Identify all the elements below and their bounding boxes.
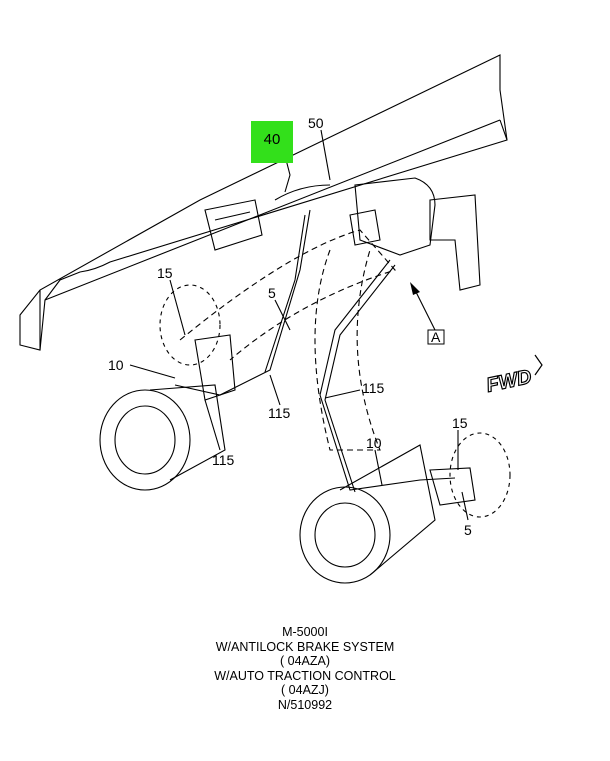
harness-5-left-b	[264, 214, 306, 373]
harness-5-left	[174, 209, 311, 396]
fwd-indicator: FWD	[484, 366, 533, 397]
callout-10-right: 10	[366, 435, 382, 451]
diagram-caption: M-5000I W/ANTILOCK BRAKE SYSTEM ( 04AZA)…	[0, 625, 610, 712]
left-axle-tube	[179, 229, 396, 361]
callout-50: 50	[308, 115, 324, 131]
callout-40-highlighted: 40	[263, 131, 281, 148]
left-brake-drum	[99, 389, 191, 491]
frame-rail	[19, 54, 508, 351]
caption-line-traction-code: ( 04AZJ)	[281, 683, 329, 697]
callout-15-right: 15	[452, 415, 468, 431]
harness-40	[274, 184, 331, 201]
harness-115-right-b	[324, 264, 396, 493]
view-a-box	[427, 329, 445, 345]
highlight-box	[251, 121, 293, 163]
callout-view-a: A	[431, 329, 441, 345]
left-brake-chamber	[194, 334, 236, 401]
view-a-arrowhead	[410, 282, 420, 295]
callout-115-low: 115	[212, 452, 235, 468]
callout-5-left: 5	[268, 285, 276, 301]
callout-115-right: 115	[362, 380, 385, 396]
right-tone-ring	[449, 432, 511, 518]
caption-line-traction: W/AUTO TRACTION CONTROL	[214, 668, 396, 683]
callout-5-right: 5	[464, 522, 472, 538]
left-tone-ring	[159, 284, 221, 366]
rear-bracket	[429, 194, 481, 291]
axle-diagram: 50 15 5 10 115 115 115 10 15 5 A FWD	[19, 54, 543, 584]
frame-rail-flange	[39, 119, 508, 350]
callout-10-left: 10	[108, 357, 124, 373]
harness-115-right	[319, 259, 456, 491]
caption-line-drawing-number: N/510992	[277, 697, 333, 712]
caption-line-model: M-5000I	[282, 625, 328, 639]
left-mount-bracket	[204, 199, 263, 251]
right-brake-drum	[299, 486, 391, 584]
abs-modulator-valve	[354, 177, 436, 256]
caption-line-abs: W/ANTILOCK BRAKE SYSTEM	[215, 639, 395, 654]
callout-15-left: 15	[157, 265, 173, 281]
callout-115-mid: 115	[268, 405, 291, 421]
caption-line-abs-code: ( 04AZA)	[279, 654, 330, 668]
right-axle-tube	[314, 249, 381, 451]
fwd-arrow-icon	[534, 354, 543, 376]
